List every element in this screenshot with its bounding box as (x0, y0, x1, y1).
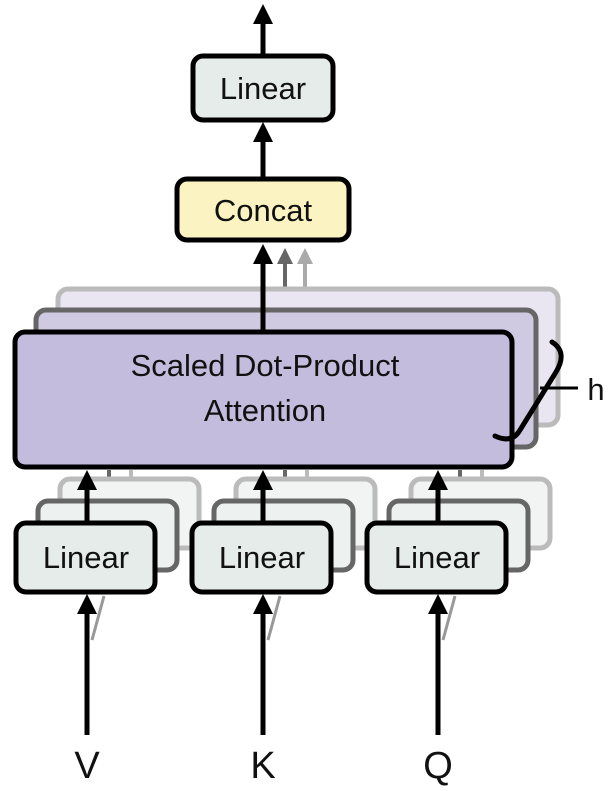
linear-k-label: Linear (219, 540, 305, 575)
input-arrows (77, 594, 457, 735)
input-k-label: K (250, 745, 275, 787)
linear-q-box (364, 520, 509, 595)
linear-q-stack: Linear (364, 470, 553, 595)
linear-v-stack: Linear (13, 470, 202, 595)
linear-k-stack: Linear (189, 470, 378, 595)
heads-brace (492, 339, 564, 442)
attention-box (12, 329, 515, 470)
heads-label: h (587, 372, 604, 407)
attention-label-line2: Attention (204, 393, 326, 428)
linear-output-box (190, 53, 336, 123)
linear-v-box (13, 520, 158, 595)
linear-q-label: Linear (394, 540, 480, 575)
input-v-label: V (74, 745, 100, 787)
input-q-label: Q (423, 745, 453, 787)
linear-v-label: Linear (43, 540, 129, 575)
linear-k-box (189, 520, 334, 595)
concat-label: Concat (214, 193, 313, 228)
linear-output-label: Linear (220, 71, 306, 106)
attention-label-line1: Scaled Dot-Product (131, 348, 400, 383)
concat-box (174, 176, 352, 243)
